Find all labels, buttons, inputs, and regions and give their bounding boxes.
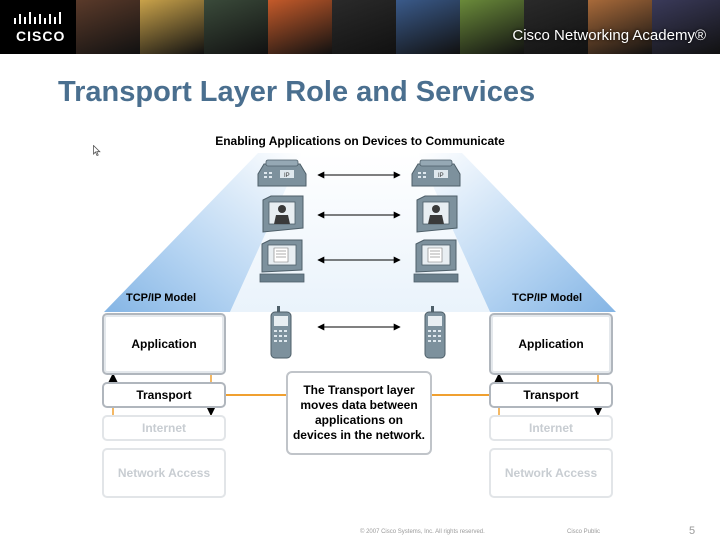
cisco-bars-icon (14, 12, 61, 24)
banner-photo (268, 0, 332, 54)
right-transport-layer: Transport (489, 382, 613, 408)
left-cone (104, 153, 302, 312)
banner-photo (140, 0, 204, 54)
banner-photo (332, 0, 396, 54)
center-fill (230, 153, 490, 312)
header-banner: CISCO Cisco Networking Academy® (0, 0, 720, 54)
footer-copyright: © 2007 Cisco Systems, Inc. All rights re… (360, 529, 485, 535)
right-model-label: TCP/IP Model (512, 292, 583, 304)
footer-classification: Cisco Public (567, 529, 601, 535)
right-internet-layer: Internet (489, 415, 613, 441)
transport-callout: The Transport layer moves data between a… (286, 371, 432, 455)
diagram-heading: Enabling Applications on Devices to Comm… (215, 134, 505, 148)
banner-photo (524, 0, 588, 54)
ip-phone-icon: IP (411, 159, 461, 187)
cisco-logo-text: CISCO (16, 28, 66, 44)
page-number: 5 (689, 525, 696, 537)
svg-text:IP: IP (284, 173, 290, 179)
computer-icon (259, 239, 305, 283)
banner-photo (396, 0, 460, 54)
slide-title: Transport Layer Role and Services (58, 76, 536, 108)
right-network-access-layer: Network Access (489, 448, 613, 498)
computer-icon (413, 239, 459, 283)
mobile-phone-icon (270, 306, 292, 359)
left-transport-layer: Transport (102, 382, 226, 408)
right-application-layer: Application (489, 313, 613, 375)
ip-phone-icon: IP (257, 159, 307, 187)
academy-name: Cisco Networking Academy® (512, 27, 706, 44)
banner-photo (588, 0, 652, 54)
left-internet-layer: Internet (102, 415, 226, 441)
left-model-label: TCP/IP Model (126, 292, 197, 304)
video-terminal-icon (416, 195, 458, 233)
banner-photo (76, 0, 140, 54)
cisco-logo: CISCO (0, 0, 76, 54)
cursor-icon (93, 145, 101, 156)
photo-strip (76, 0, 720, 54)
mobile-phone-icon (424, 306, 446, 359)
right-cone (418, 153, 616, 312)
banner-photo (204, 0, 268, 54)
banner-photo (652, 0, 720, 54)
banner-photo (460, 0, 524, 54)
video-terminal-icon (262, 195, 304, 233)
svg-text:IP: IP (438, 173, 444, 179)
left-network-access-layer: Network Access (102, 448, 226, 498)
left-application-layer: Application (102, 313, 226, 375)
